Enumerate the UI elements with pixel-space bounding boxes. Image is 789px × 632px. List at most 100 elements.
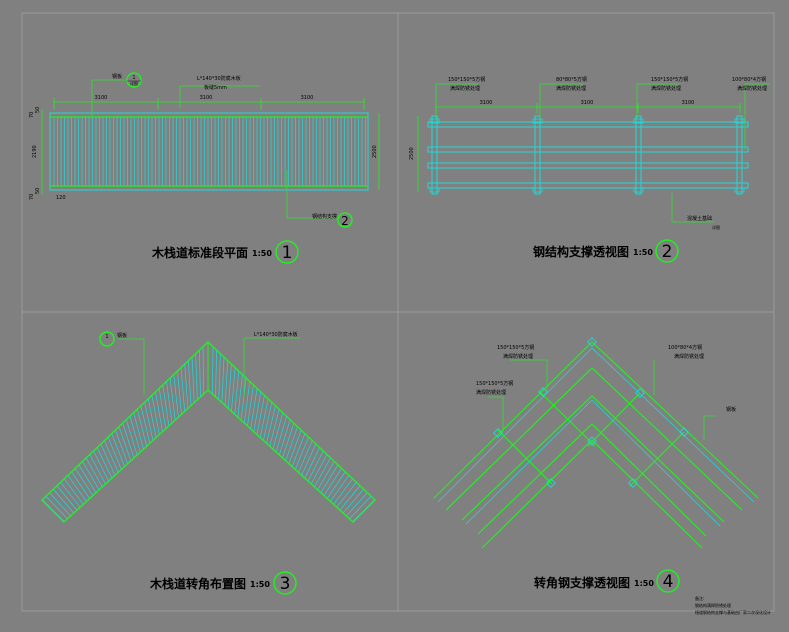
plan-deck-outline — [49, 112, 369, 191]
corner-slat — [42, 499, 65, 522]
corner-slat — [180, 367, 186, 412]
corner-slat — [74, 468, 94, 496]
corner-slat — [56, 485, 78, 511]
corner-slat — [275, 416, 287, 453]
corner-slat — [243, 381, 251, 424]
corner-slat — [215, 350, 218, 397]
corner-slat — [282, 423, 295, 458]
panel-2-number-circle — [655, 239, 679, 263]
corner-slat — [67, 475, 87, 502]
corner-slat — [272, 412, 284, 450]
corner-steel-label-4: 钢板 — [726, 406, 736, 413]
corner-slat — [250, 388, 258, 429]
corner-slat — [266, 405, 276, 444]
corner-slat — [71, 471, 90, 499]
corner-slat — [188, 360, 192, 406]
corner-slat — [173, 374, 179, 418]
corner-slat — [253, 391, 262, 432]
corner-slat — [129, 416, 141, 453]
corner-callout-marker — [99, 331, 115, 347]
steel-joints — [429, 118, 745, 193]
plan-label-deck-board: L*140*30防腐木板 — [197, 75, 241, 82]
panel-2-title: 钢结构支撑透视图 — [533, 244, 629, 259]
panel-corner-plan: 1 钢板 L*140*30防腐木板 木栈道转角布置图 1:50 3 — [40, 331, 377, 595]
plan-left-dim-1: 50 — [35, 107, 41, 113]
steel-leaders — [435, 83, 770, 223]
panel-corner-steel: 150*150*5方钢 满焊防锈处理 100*80*4方钢 满焊防锈处理 150… — [433, 337, 771, 615]
corner-slat — [53, 489, 75, 514]
corner-slat — [78, 464, 97, 493]
steel-label-1b: 满焊防锈处理 — [450, 85, 480, 92]
corner-steel-leaders — [488, 359, 715, 440]
corner-slat — [177, 371, 182, 415]
corner-slat — [237, 374, 243, 418]
corner-slat — [227, 364, 232, 409]
corner-label-left: 钢板 — [117, 332, 127, 339]
corner-slat — [320, 464, 339, 493]
corner-slat — [107, 436, 122, 470]
panel-2-number: 2 — [662, 242, 673, 262]
corner-slat — [166, 381, 173, 424]
corner-slat — [301, 443, 317, 476]
panel-steel-view: 3100 3100 3100 2500 — [409, 76, 770, 263]
plan-left-dim-4: 70 — [29, 194, 35, 200]
corner-slat — [199, 350, 201, 397]
corner-slat — [218, 353, 221, 400]
corner-slat — [89, 454, 106, 485]
corner-steel-nodes — [493, 337, 689, 488]
plan-label-steel-plate: 钢板 — [112, 73, 122, 80]
plan-dim-3: 3100 — [301, 95, 314, 101]
corner-slat — [310, 454, 328, 485]
corner-slat — [151, 395, 160, 435]
corner-slat — [263, 402, 273, 441]
panel-3-number: 3 — [280, 574, 291, 594]
corner-slat — [111, 433, 125, 467]
corner-slat — [169, 377, 176, 421]
panel-4-title: 转角钢支撑透视图 — [534, 575, 630, 590]
steel-dim-3: 3100 — [682, 100, 695, 106]
corner-slat — [317, 461, 335, 490]
corner-slat — [231, 367, 236, 412]
corner-slat — [63, 478, 84, 505]
corner-steel-label-3b: 满焊防锈处理 — [476, 389, 506, 396]
corner-slat — [195, 353, 198, 400]
panel-1-title: 木栈道标准段平面 — [151, 245, 248, 260]
panel-4-number-circle — [656, 569, 680, 593]
corner-callout-number: 1 — [105, 334, 108, 340]
corner-slat — [323, 468, 342, 496]
corner-slat — [104, 440, 119, 473]
corner-slat — [314, 457, 331, 488]
corner-slat — [240, 377, 247, 421]
plan-left-dim-0: 70 — [29, 112, 35, 118]
corner-slat — [349, 495, 372, 520]
panel-3-title: 木栈道转角布置图 — [149, 576, 246, 591]
plan-slats — [53, 117, 366, 186]
corner-slat — [140, 405, 151, 444]
corner-label-right: L*140*30防腐木板 — [254, 331, 298, 338]
corner-slat — [342, 489, 364, 514]
corner-slat — [291, 433, 306, 467]
corner-slat — [96, 447, 113, 479]
plan-label-steel-support: 钢结构支撑 — [312, 213, 337, 220]
notes-heading: 备注: — [695, 595, 704, 601]
corner-slat — [247, 384, 254, 426]
corner-slat — [212, 346, 214, 394]
corner-slat — [304, 447, 320, 479]
corner-slat — [346, 492, 368, 517]
plan-right-dim: 2500 — [372, 145, 378, 158]
corner-slat — [82, 461, 100, 490]
plan-leader-mid — [179, 85, 260, 108]
steel-label-bottom: 混凝土基础 — [687, 215, 712, 222]
plan-dim-1: 3100 — [95, 95, 108, 101]
steel-label-bottom-sub: 详图 — [712, 224, 720, 230]
corner-slat — [162, 384, 170, 426]
corner-slat — [352, 499, 375, 522]
steel-left-dim: 2500 — [409, 147, 415, 160]
corner-steel-beams — [433, 341, 759, 549]
panel-1-scale: 1:50 — [252, 249, 272, 258]
plan-dim-2: 3100 — [200, 95, 213, 101]
corner-slat — [122, 423, 135, 458]
corner-leader-left — [118, 338, 145, 395]
corner-slat — [259, 398, 269, 438]
